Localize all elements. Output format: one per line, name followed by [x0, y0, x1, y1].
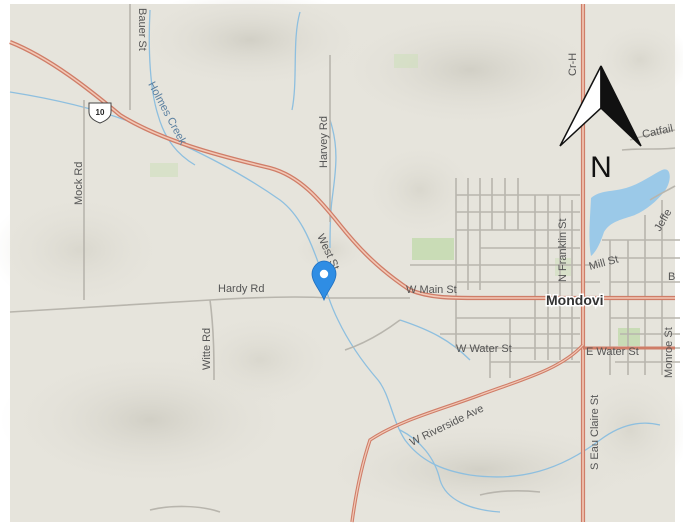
- town-label-mondovi: Mondovi: [546, 292, 604, 308]
- north-letter: N: [590, 151, 612, 184]
- park-areas: [150, 54, 640, 346]
- label-monroe-st: Monroe St: [663, 327, 675, 378]
- us-highway-shield: 10: [88, 102, 112, 124]
- terrain-hills: [0, 0, 683, 520]
- label-w-water-st: W Water St: [456, 343, 512, 355]
- label-cr-h: Cr-H: [567, 53, 579, 76]
- label-n-franklin-st: N Franklin St: [557, 218, 569, 282]
- map-pin-icon[interactable]: [311, 260, 337, 302]
- north-arrow-icon: N: [559, 65, 642, 184]
- label-harvey-rd: Harvey Rd: [318, 116, 330, 168]
- label-e-water-st: E Water St: [586, 346, 639, 358]
- label-w-main-st: W Main St: [406, 284, 457, 296]
- lake: [589, 169, 670, 256]
- label-b: B: [668, 271, 675, 283]
- label-bauer-st: Bauer St: [136, 8, 148, 51]
- highways: [9, 4, 675, 523]
- label-witte-rd: Witte Rd: [201, 328, 213, 370]
- label-mock-rd: Mock Rd: [73, 162, 85, 205]
- highway-shield-number: 10: [96, 108, 105, 117]
- rural-roads: [9, 4, 410, 381]
- label-s-eau-claire-st: S Eau Claire St: [589, 395, 601, 470]
- town-street-grid: [149, 129, 680, 513]
- label-hardy-rd: Hardy Rd: [218, 283, 264, 295]
